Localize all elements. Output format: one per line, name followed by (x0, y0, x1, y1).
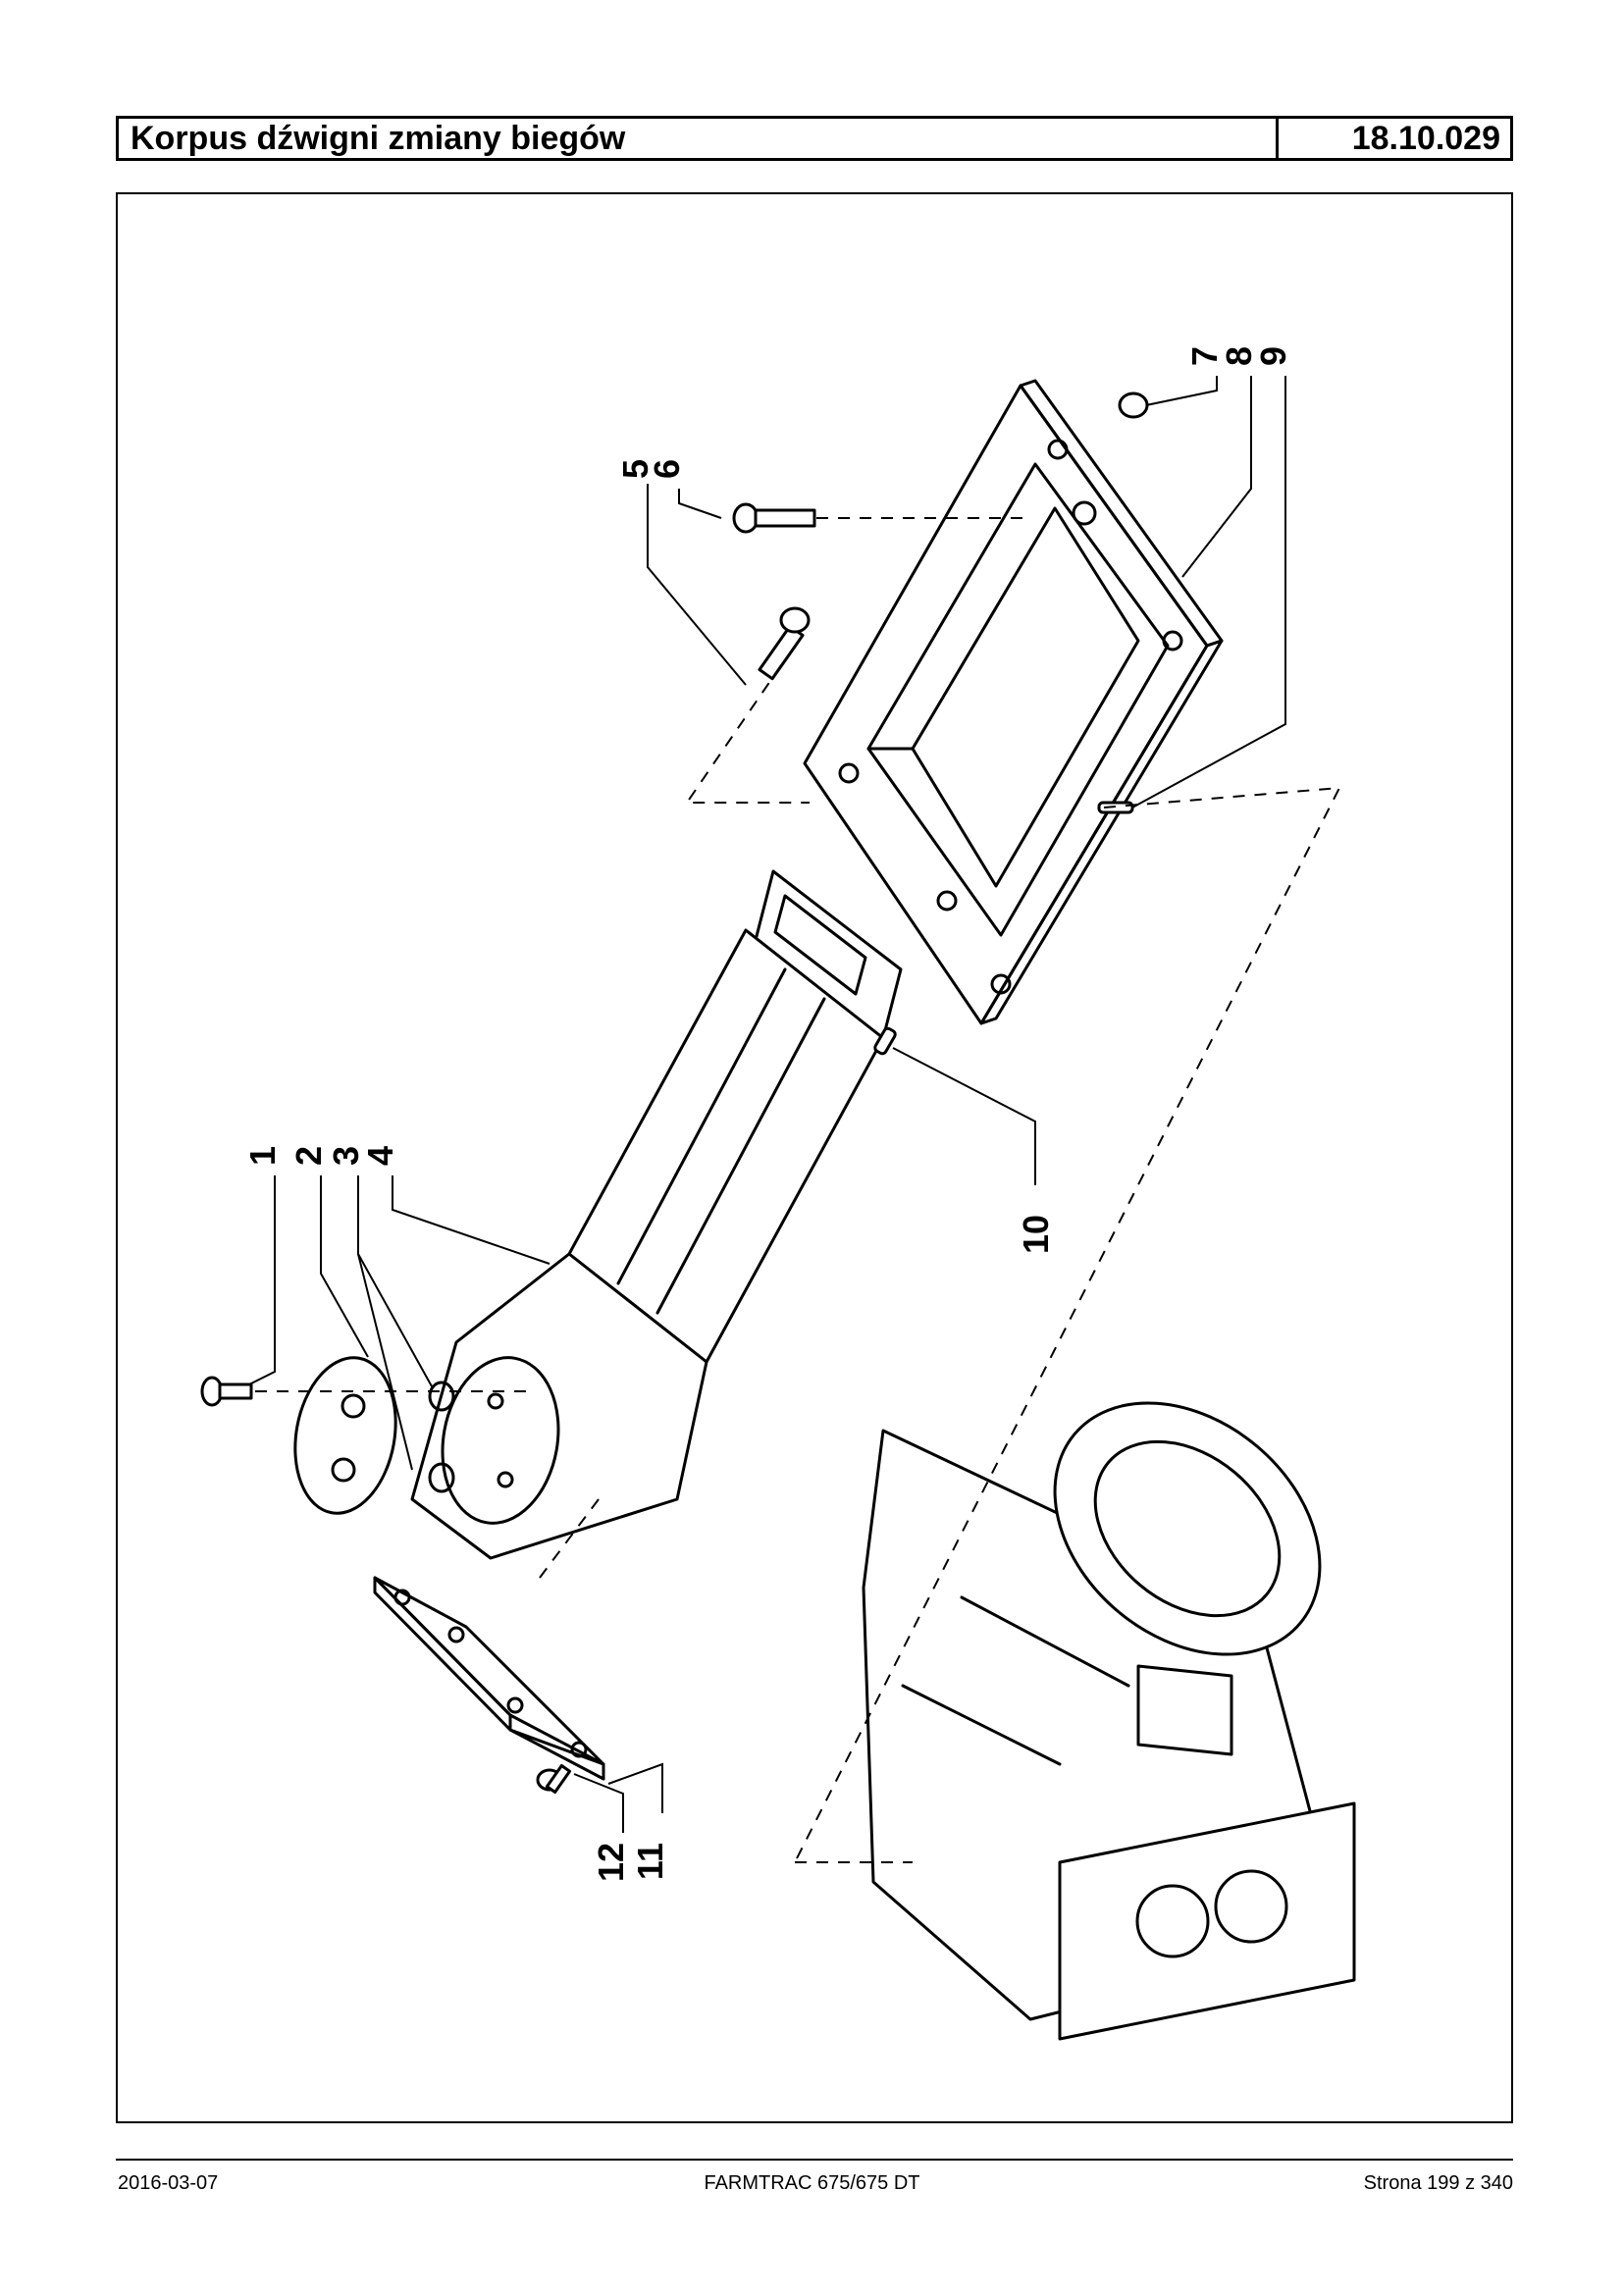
callout-label: 9 (1253, 346, 1293, 366)
footer-model: FARMTRAC 675/675 DT (704, 2172, 920, 2194)
callout-label: 12 (591, 1843, 631, 1882)
plug-part-7 (1118, 391, 1149, 419)
assembly-line (539, 1498, 600, 1579)
footer-date: 2016-03-07 (118, 2172, 219, 2194)
screw-part-12 (536, 1763, 572, 1795)
transmission-housing (862, 1401, 1356, 2041)
footer-page-number: Strona 199 z 340 (1363, 2172, 1513, 2194)
screw-part-1 (200, 1376, 253, 1407)
page-header: Korpus dźwigni zmiany biegów 18.10.029 (116, 116, 1513, 161)
dowel-part-10 (873, 1026, 897, 1056)
assembly-line (794, 786, 1341, 1863)
cover-plate-part-8 (803, 379, 1224, 1025)
callout-label: 10 (1016, 1215, 1056, 1254)
page-title: Korpus dźwigni zmiany biegów (119, 119, 1279, 158)
cover-disc-part-2 (293, 1356, 397, 1515)
footer-divider (116, 2159, 1513, 2161)
callout-label: 6 (647, 459, 687, 479)
bolt-part-5 (758, 606, 811, 681)
bolt-part-6 (732, 502, 816, 534)
callout-label: 8 (1219, 346, 1259, 366)
o-ring-part-3 (428, 1381, 455, 1412)
callout-label: 2 (288, 1146, 329, 1166)
o-ring-part-3b (428, 1462, 455, 1493)
callout-label: 4 (360, 1146, 400, 1166)
callout-label: 5 (615, 459, 655, 479)
callout-label: 7 (1184, 346, 1225, 366)
callout-label: 11 (630, 1843, 670, 1880)
callout-label: 3 (326, 1146, 366, 1166)
callout-label: 1 (242, 1146, 283, 1166)
section-code: 18.10.029 (1351, 120, 1500, 157)
lever-housing-part-4 (410, 869, 903, 1560)
flat-plate-part-11 (373, 1576, 605, 1781)
diagram-frame: 1 2 3 4 5 6 7 8 9 10 11 12 (116, 192, 1513, 2123)
assembly-line (685, 664, 810, 804)
exploded-parts-diagram: 1 2 3 4 5 6 7 8 9 10 11 12 (200, 346, 1356, 2041)
